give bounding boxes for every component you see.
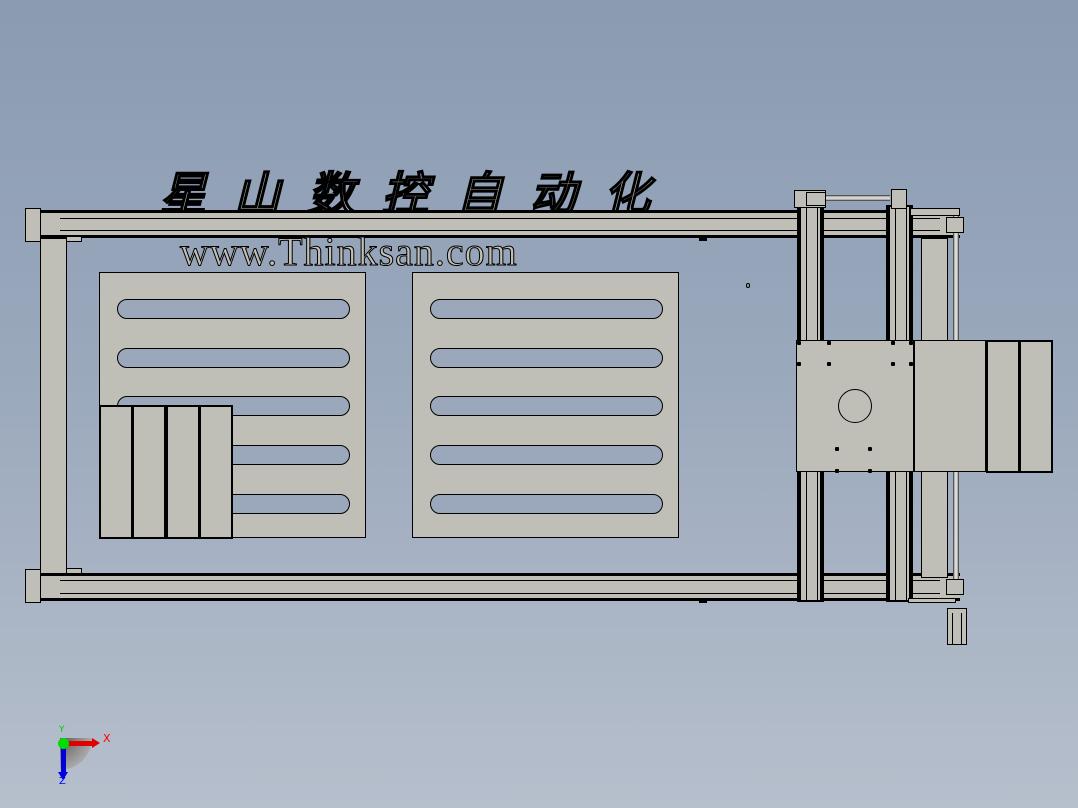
rail-bottom-center-line2 bbox=[60, 593, 940, 594]
y-axis-bearing-top bbox=[946, 217, 964, 233]
workpiece-block-3 bbox=[166, 405, 200, 539]
y-axis-bearing-bottom bbox=[946, 579, 964, 595]
table-slot bbox=[117, 348, 350, 368]
rail-tab bbox=[699, 238, 707, 241]
bolt bbox=[835, 469, 839, 473]
servo-motor-line bbox=[952, 613, 953, 644]
bolt bbox=[835, 447, 839, 451]
gantry-cap-right bbox=[891, 189, 907, 209]
x-axis-label: X bbox=[103, 732, 111, 745]
frame-left-beam bbox=[40, 238, 67, 574]
marker-hole bbox=[746, 283, 750, 288]
carriage-side-beam bbox=[914, 340, 986, 472]
gantry-cap-motor bbox=[806, 192, 826, 206]
table-right bbox=[412, 272, 679, 538]
corner-block-top-left bbox=[25, 208, 41, 242]
bolt bbox=[827, 341, 831, 345]
bolt bbox=[891, 362, 895, 366]
bolt bbox=[868, 447, 872, 451]
bolt bbox=[827, 362, 831, 366]
bolt bbox=[909, 341, 913, 345]
x-axis-arrowhead-icon bbox=[92, 738, 100, 748]
z-axis-arrow-icon bbox=[61, 744, 66, 774]
bolt bbox=[891, 341, 895, 345]
side-block-2 bbox=[1019, 340, 1053, 473]
y-axis-plate-bottom bbox=[908, 598, 956, 603]
gantry-ball-screw bbox=[826, 195, 890, 201]
bolt bbox=[797, 362, 801, 366]
rail-tab bbox=[699, 600, 707, 603]
bolt bbox=[797, 341, 801, 345]
corner-bracket-top bbox=[66, 236, 82, 242]
spindle-hole bbox=[838, 389, 872, 423]
table-slot bbox=[117, 299, 350, 319]
workpiece-block-2 bbox=[132, 405, 166, 539]
workpiece-block-4 bbox=[199, 405, 233, 539]
table-slot bbox=[430, 445, 663, 465]
table-slot bbox=[430, 348, 663, 368]
servo-motor-line bbox=[961, 613, 962, 644]
table-slot bbox=[430, 494, 663, 514]
corner-bracket-bottom bbox=[66, 568, 82, 574]
y-axis-plate-top bbox=[910, 208, 960, 216]
z-axis-arrowhead-icon bbox=[58, 772, 68, 780]
gantry-carriage-plate bbox=[796, 340, 914, 473]
y-axis-origin-icon bbox=[58, 738, 69, 749]
coordinate-triad: X Y Z bbox=[52, 725, 112, 790]
table-slot bbox=[430, 299, 663, 319]
x-axis-arrow-icon bbox=[64, 741, 92, 746]
table-slot bbox=[430, 396, 663, 416]
side-block-1 bbox=[986, 340, 1020, 473]
watermark-url: www.Thinksan.com bbox=[180, 229, 518, 275]
servo-motor bbox=[947, 608, 967, 645]
bolt bbox=[909, 362, 913, 366]
bolt bbox=[868, 469, 872, 473]
corner-block-bottom-left bbox=[25, 569, 41, 603]
y-axis-label: Y bbox=[59, 725, 65, 735]
workpiece-block-1 bbox=[99, 405, 133, 539]
z-axis-label: Z bbox=[59, 776, 66, 787]
rail-top-center-line bbox=[60, 218, 940, 219]
rail-bottom-center-line bbox=[60, 580, 940, 581]
rail-top-center-line2 bbox=[60, 230, 940, 231]
